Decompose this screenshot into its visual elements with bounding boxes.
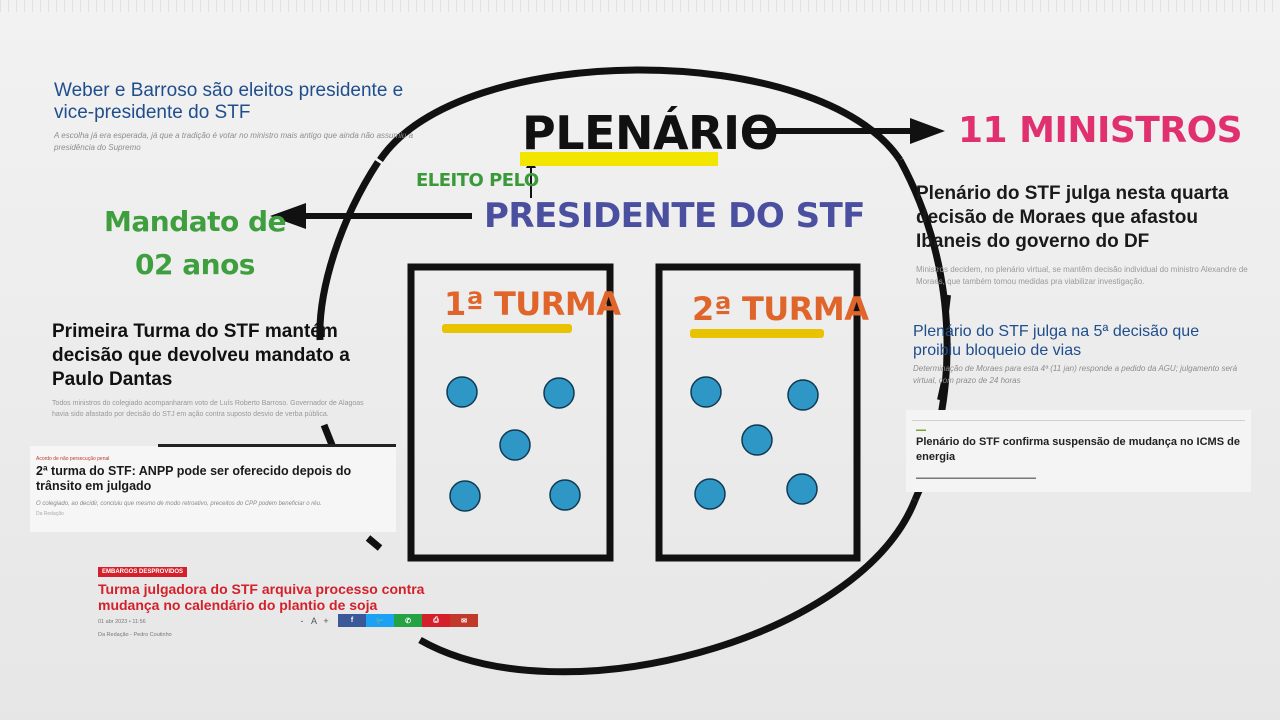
twitter-icon[interactable]: 🐦 (366, 614, 394, 627)
news-summary: Ministros decidem, no plenário virtual, … (916, 265, 1248, 286)
ellipse-right-dash2 (937, 381, 947, 401)
plenary-ellipse-left (316, 160, 381, 341)
arrow-head-mandato (270, 203, 306, 229)
eleito-pelo-label: ELEITO PELO (416, 170, 539, 191)
news-date: 01 abr 2023 • 11:56 (98, 619, 146, 625)
mandato-line2: 02 anos (135, 248, 255, 281)
mandato-label: Mandato de 02 anos (104, 200, 287, 286)
ellipse-right-dash (943, 294, 951, 313)
turma1-box (407, 263, 614, 562)
minister-dot (499, 429, 531, 461)
news-soja[interactable]: EMBARGOS DESPROVIDOS Turma julgadora do … (98, 560, 478, 639)
news-summary: Determinação de Moraes para esta 4ª (11 … (913, 364, 1238, 385)
news-headline[interactable]: Turma julgadora do STF arquiva processo … (98, 581, 425, 613)
news-summary: Todos ministros do colegiado acompanhara… (52, 400, 364, 418)
news-icms[interactable]: ▬▬ Plenário do STF confirma suspensão de… (906, 410, 1251, 492)
share-bar: - A + f 🐦 ✆ ⎙ ✉ (296, 614, 478, 627)
font-size-button[interactable]: A (310, 615, 317, 626)
print-icon[interactable]: ⎙ (422, 614, 450, 627)
news-anpp[interactable]: Acordo de não persecução penal 2ª turma … (30, 444, 396, 532)
news-headline[interactable]: Plenário do STF julga na 5ª decisão que … (913, 323, 1200, 359)
turma2-label: 2ª TURMA (692, 290, 869, 328)
news-headline[interactable]: Plenário do STF julga nesta quarta decis… (916, 183, 1229, 252)
ellipse-left-bottom (365, 535, 383, 551)
news-weber-barroso[interactable]: Weber e Barroso são eleitos presidente e… (54, 80, 434, 154)
presidente-label: PRESIDENTE DO STF (484, 196, 866, 236)
minister-dot (549, 479, 581, 511)
minister-dot (786, 473, 818, 505)
turma1-ministers (446, 376, 581, 512)
minister-dot (741, 424, 773, 456)
plenario-title: PLENÁRIO (522, 106, 779, 160)
news-plenario-quarta[interactable]: Plenário do STF julga nesta quarta decis… (916, 182, 1256, 288)
plenary-ellipse (377, 66, 903, 162)
news-headline[interactable]: Plenário do STF confirma suspensão de mu… (916, 436, 1240, 463)
facebook-icon[interactable]: f (338, 614, 366, 627)
plenario-highlight (520, 152, 718, 166)
turma2-box (655, 263, 861, 562)
news-summary-lines: ▬▬▬▬▬▬▬▬▬▬▬▬▬▬▬▬▬▬▬▬▬▬▬▬ (916, 475, 1036, 481)
top-ruler (0, 0, 1280, 12)
news-tag: EMBARGOS DESPROVIDOS (98, 567, 188, 577)
whatsapp-icon[interactable]: ✆ (394, 614, 422, 627)
minister-dot (449, 480, 481, 512)
news-summary: O colegiado, ao decidir, concluiu que me… (36, 501, 322, 507)
plenary-ellipse-bottom (418, 498, 919, 676)
news-author: Da Redação - Pedro Coutinho (98, 632, 172, 638)
turma2-ministers (690, 376, 819, 510)
news-author: Da Redação (36, 511, 64, 517)
news-top-rule (158, 444, 396, 447)
turma1-underline (442, 324, 572, 333)
news-headline[interactable]: Primeira Turma do STF mantém decisão que… (52, 321, 350, 390)
news-divider (912, 410, 1245, 421)
minister-dot (543, 377, 575, 409)
turma1-label: 1ª TURMA (444, 285, 621, 323)
minister-dot (694, 478, 726, 510)
minister-dot (787, 379, 819, 411)
minister-dot (446, 376, 478, 408)
mandato-line1: Mandato de (104, 205, 287, 238)
news-summary: A escolha já era esperada, já que a trad… (54, 131, 414, 152)
news-tag-mark: ▬▬ (916, 427, 926, 433)
news-primeira-turma[interactable]: Primeira Turma do STF mantém decisão que… (52, 320, 382, 420)
minister-dot (690, 376, 722, 408)
font-decrease-button[interactable]: - (300, 615, 304, 626)
news-tag: Acordo de não persecução penal (36, 456, 110, 462)
mail-icon[interactable]: ✉ (450, 614, 478, 627)
news-plenario-5a[interactable]: Plenário do STF julga na 5ª decisão que … (913, 322, 1248, 387)
news-headline[interactable]: Weber e Barroso são eleitos presidente e… (54, 80, 404, 123)
news-headline[interactable]: 2ª turma do STF: ANPP pode ser oferecido… (36, 464, 352, 493)
turma2-underline (690, 329, 824, 338)
ministros-label: 11 MINISTROS (958, 110, 1243, 151)
font-increase-button[interactable]: + (323, 615, 329, 626)
arrow-head-ministros (910, 118, 945, 144)
